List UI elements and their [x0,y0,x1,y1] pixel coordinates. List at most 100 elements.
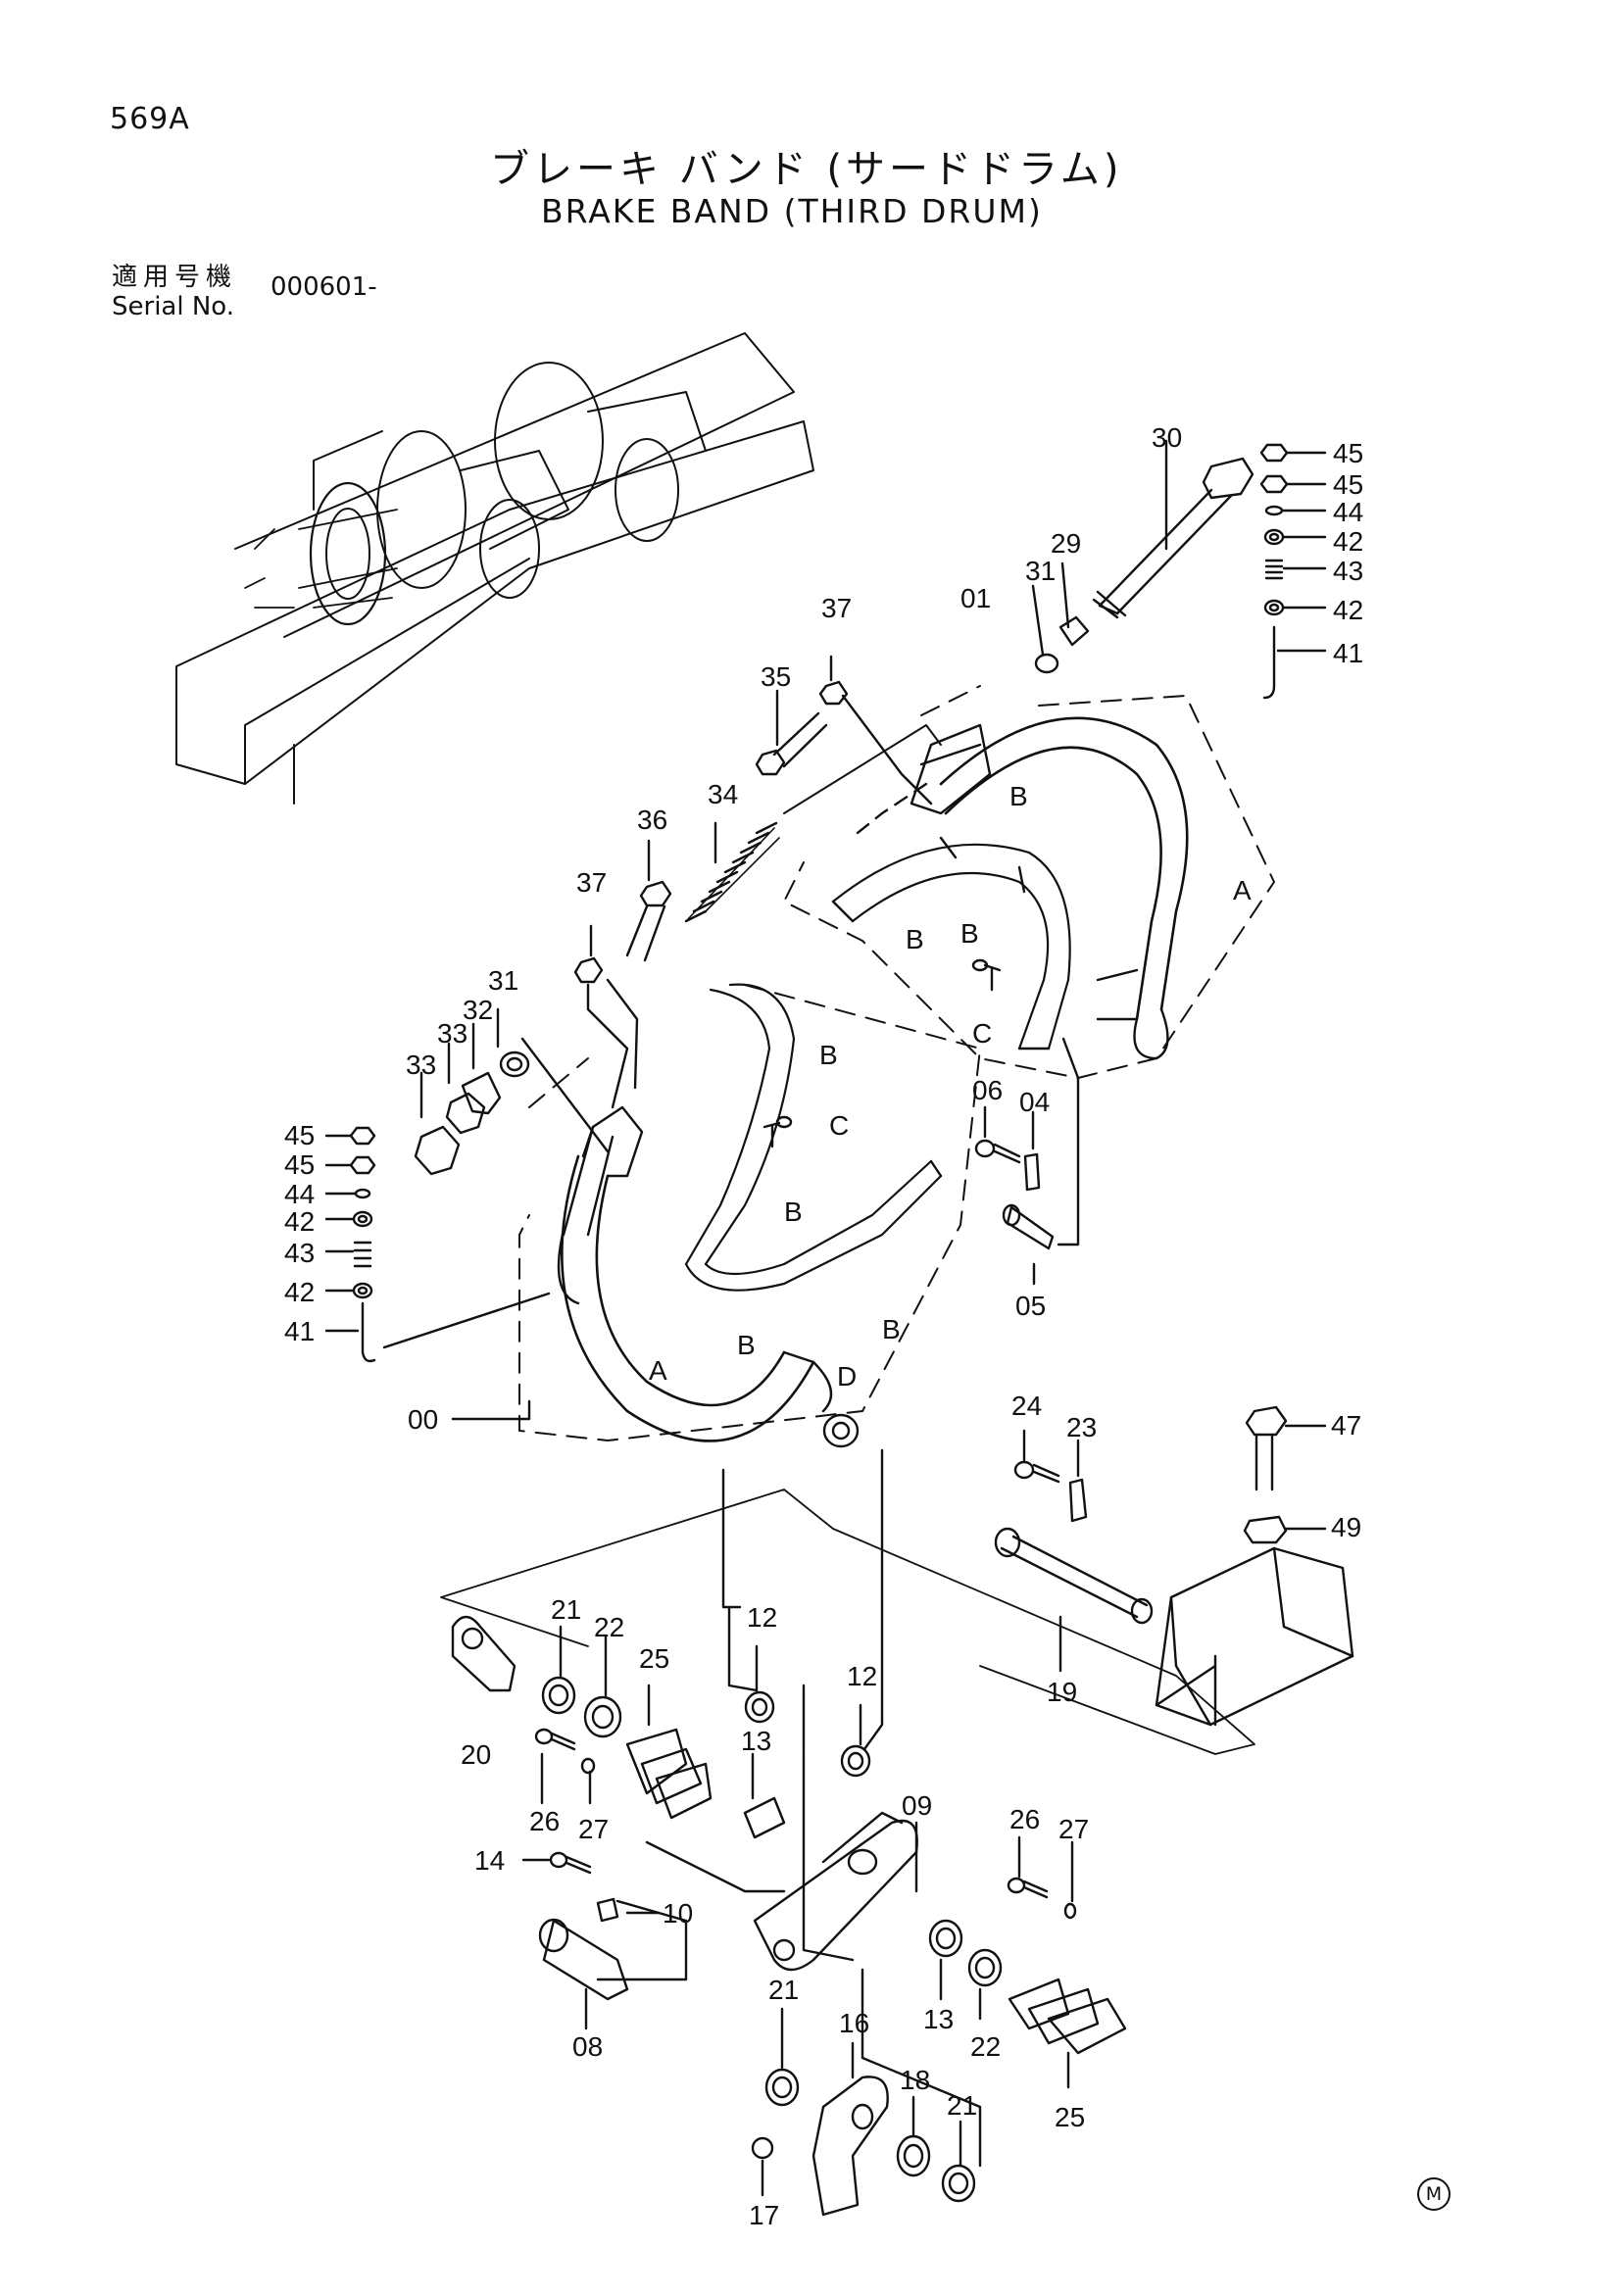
serial-label: Serial No. [112,292,234,321]
callout-22: 22 [594,1612,624,1642]
callout-34: 34 [708,779,738,809]
callout-43: 43 [1333,556,1363,586]
callout-47: 47 [1331,1410,1361,1441]
callout-37: 37 [821,593,852,623]
callout-31: 31 [1025,556,1056,586]
callout-21: 21 [768,1975,799,2005]
callout-13: 13 [923,2004,954,2034]
page-number: 569A [110,102,190,136]
callout-35: 35 [761,661,791,692]
callout-36: 36 [637,805,667,835]
callout-26: 26 [529,1806,560,1836]
location-view-winch [175,332,814,805]
callout-25: 25 [1055,2102,1085,2132]
callout-08: 08 [572,2031,603,2062]
clip-29 [1058,615,1090,647]
callout-labels: 30 45 45 44 42 43 42 41 29 31 01 37 35 3… [284,422,1363,2230]
callout-41: 41 [284,1316,315,1346]
callout-17: 17 [749,2200,779,2230]
callout-22: 22 [970,2031,1001,2062]
callout-21: 21 [947,2090,977,2121]
band-label-a: A [649,1355,667,1386]
callout-45: 45 [1333,438,1363,468]
callout-24: 24 [1011,1391,1042,1421]
frame-bracket [1155,1546,1354,1727]
callout-12: 12 [747,1602,777,1633]
liner-label-b: B [737,1330,756,1360]
callout-45: 45 [284,1149,315,1180]
callout-18: 18 [900,2065,930,2095]
rivet-label-c: C [972,1018,992,1049]
callout-45: 45 [284,1120,315,1150]
rivet-label-c: C [829,1110,849,1141]
liner-label-b: B [819,1040,838,1070]
callout-33: 33 [437,1018,467,1049]
callout-16: 16 [839,2008,869,2038]
bolt-36 [625,839,672,962]
liner-label-b: B [882,1314,901,1344]
nut-33-b [414,1125,461,1176]
callout-41: 41 [1333,638,1363,668]
callout-00: 00 [408,1404,438,1435]
bushing-31-lower [499,1050,530,1078]
callout-42: 42 [284,1277,315,1307]
serial-number: 000601- [270,272,377,302]
liner-label-b: B [784,1197,803,1227]
page-title: BRAKE BAND (THIRD DRUM) [541,192,1043,230]
callout-29: 29 [1051,528,1081,559]
callout-37: 37 [576,867,607,898]
callout-06: 06 [972,1075,1003,1105]
nut-33-a [445,1092,486,1135]
pin-19-group [994,1405,1327,1673]
callout-05: 05 [1015,1291,1046,1321]
callout-19: 19 [1047,1677,1077,1707]
callout-27: 27 [1058,1814,1089,1844]
callout-49: 49 [1331,1512,1361,1542]
callout-31: 31 [488,965,518,996]
callout-42: 42 [1333,595,1363,625]
callout-25: 25 [639,1643,669,1674]
callout-44: 44 [284,1179,315,1209]
nut-37-lower [573,956,604,984]
long-bolt-30 [1092,439,1254,619]
callout-42: 42 [1333,526,1363,557]
callout-13: 13 [741,1726,771,1756]
callout-23: 23 [1066,1412,1097,1442]
callout-27: 27 [578,1814,609,1844]
page-title-japanese: ブレーキ バンド (サードドラム) [490,147,1123,192]
spring-34 [684,821,780,923]
callout-21: 21 [551,1594,581,1625]
liner-label-b: B [960,918,979,949]
callout-26: 26 [1009,1804,1040,1834]
callout-32: 32 [463,995,493,1025]
liner-label-b: B [906,924,924,954]
nut-37-upper [818,680,849,706]
callout-20: 20 [461,1739,491,1770]
callout-33: 33 [406,1050,436,1080]
upper-hardware-stack [1259,443,1327,700]
band-label-a: A [1233,875,1252,905]
pin-group-04-05-06 [974,1037,1080,1286]
liner-label-b: B [1009,781,1028,811]
callout-42: 42 [284,1206,315,1237]
callout-14: 14 [474,1845,505,1876]
bush-label-d: D [837,1361,857,1392]
callout-09: 09 [902,1790,932,1821]
serial-label-japanese: 適用号機 [112,263,238,292]
linkage-assembly [451,1448,1127,2217]
bolt-35 [755,689,828,776]
callout-43: 43 [284,1238,315,1268]
spacer-32 [461,1071,502,1115]
callout-01: 01 [960,583,991,613]
callout-45: 45 [1333,469,1363,500]
upper-brake-band [783,685,1275,1079]
lower-hardware-stack [324,1126,551,1363]
bushing-31-upper [1034,653,1059,674]
callout-44: 44 [1333,497,1363,527]
revision-mark: M [1417,2177,1451,2211]
callout-10: 10 [663,1898,693,1929]
callout-12: 12 [847,1661,877,1691]
callout-04: 04 [1019,1087,1050,1117]
callout-30: 30 [1152,422,1182,453]
